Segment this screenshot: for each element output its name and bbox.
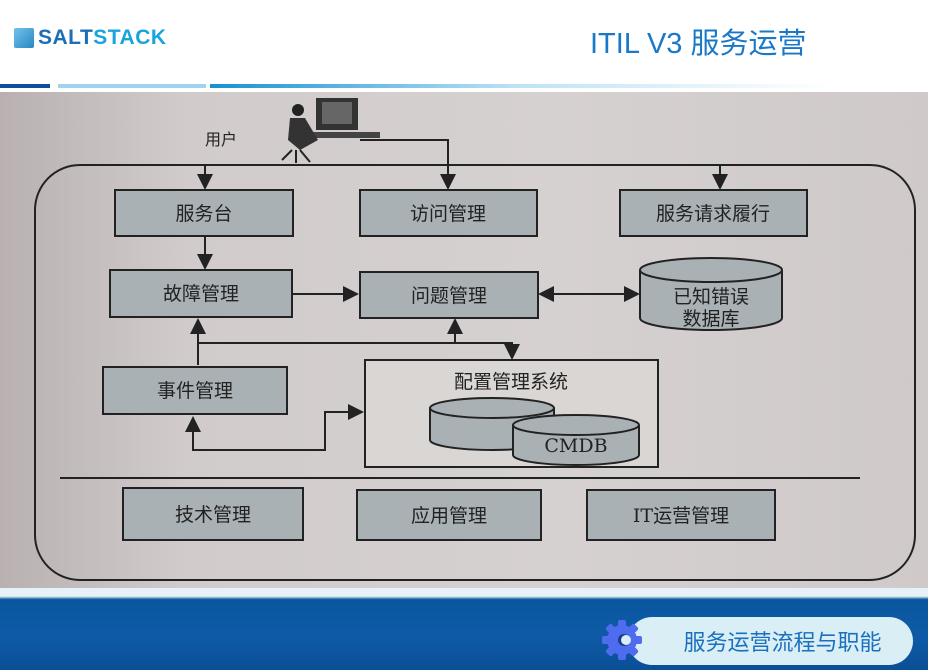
- header-rule: [210, 84, 830, 88]
- label-cmdb: CMDB: [544, 435, 607, 457]
- box-tech-mgmt: [122, 487, 304, 541]
- section-label: 服务运营流程与职能: [683, 631, 882, 656]
- cmdb-cylinder: [512, 425, 640, 466]
- label-known-error-db-2: 数据库: [682, 308, 739, 330]
- known-error-db-cylinder: [639, 270, 783, 331]
- label-known-error-db-1: 已知错误: [673, 286, 749, 308]
- service-operation-boundary: [34, 164, 916, 581]
- label-user: 用户: [205, 130, 237, 149]
- box-incident-mgmt: [109, 269, 293, 318]
- box-access-mgmt: [359, 189, 538, 237]
- section-label-pill: 服务运营流程与职能: [628, 617, 913, 665]
- itil-diagram-photo: 用户 服务台 访问管理 服务请求履行 故障管理 问题管理 已知错误 数据库 事件…: [0, 92, 928, 588]
- label-it-ops-mgmt: IT运营管理: [633, 505, 729, 527]
- saltstack-logo: SALTSTACK: [14, 26, 167, 50]
- slide-title: ITIL V3 服务运营: [590, 28, 807, 60]
- label-access-mgmt: 访问管理: [410, 203, 486, 225]
- cube-icon: [14, 28, 34, 48]
- header-rule: [58, 84, 206, 88]
- gear-icon: [602, 620, 642, 660]
- box-problem-mgmt: [359, 271, 539, 319]
- label-tech-mgmt: 技术管理: [175, 504, 251, 526]
- brand-part-2: STACK: [93, 26, 167, 49]
- label-request-fulfillment: 服务请求履行: [656, 203, 770, 225]
- box-service-desk: [114, 189, 294, 237]
- label-service-desk: 服务台: [175, 203, 232, 225]
- box-event-mgmt: [102, 366, 288, 415]
- slide-header: SALTSTACK ITIL V3 服务运营: [0, 0, 928, 92]
- header-rule: [0, 84, 50, 88]
- label-app-mgmt: 应用管理: [411, 505, 487, 527]
- box-request-fulfillment: [619, 189, 808, 237]
- user-at-computer-icon: [281, 98, 380, 163]
- box-app-mgmt: [356, 489, 542, 541]
- brand-part-1: SALT: [38, 26, 94, 49]
- label-incident-mgmt: 故障管理: [163, 283, 239, 305]
- label-event-mgmt: 事件管理: [157, 380, 233, 402]
- label-cms: 配置管理系统: [454, 371, 568, 393]
- box-it-ops-mgmt: [586, 489, 776, 541]
- label-problem-mgmt: 问题管理: [411, 285, 487, 307]
